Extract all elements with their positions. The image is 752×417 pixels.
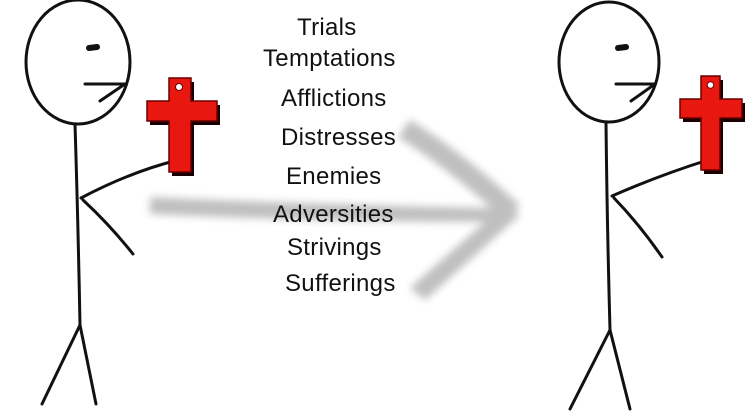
arrow-head-upper <box>398 120 520 220</box>
left-leg-left <box>40 323 82 406</box>
right-cross-hole <box>706 81 715 89</box>
right-leg-left <box>568 328 612 411</box>
word-trials: Trials <box>297 14 357 41</box>
left-cross-hole <box>175 83 183 91</box>
left-cross-icon <box>146 77 220 176</box>
left-arm-lower <box>81 198 135 256</box>
arrow-shaft <box>150 197 505 222</box>
word-temptations: Temptations <box>263 45 396 72</box>
right-leg-right <box>608 328 632 411</box>
word-strivings: Strivings <box>287 234 382 261</box>
arrow-head-lower <box>410 205 520 300</box>
right-head <box>557 0 661 124</box>
right-arm-raised <box>610 158 710 198</box>
left-mouth <box>83 82 127 103</box>
right-cross-icon <box>679 75 745 174</box>
right-eye <box>615 44 629 51</box>
left-cross-body <box>146 77 218 173</box>
word-adversities: Adversities <box>273 201 394 228</box>
word-sufferings: Sufferings <box>285 270 396 297</box>
left-arm-raised <box>79 158 180 200</box>
right-mouth <box>614 82 657 103</box>
left-stick-figure-icon <box>24 0 180 406</box>
word-distresses: Distresses <box>281 124 397 151</box>
word-afflictions: Afflictions <box>281 85 387 112</box>
word-enemies: Enemies <box>286 163 382 190</box>
right-arm-lower <box>612 196 664 259</box>
left-torso <box>73 122 82 327</box>
left-head <box>24 0 132 126</box>
left-eye <box>86 44 100 51</box>
right-cross-body <box>679 75 743 171</box>
left-leg-right <box>78 323 98 406</box>
right-torso <box>604 120 612 332</box>
transfer-arrow-icon <box>150 120 520 300</box>
right-stick-figure-icon <box>557 0 710 411</box>
